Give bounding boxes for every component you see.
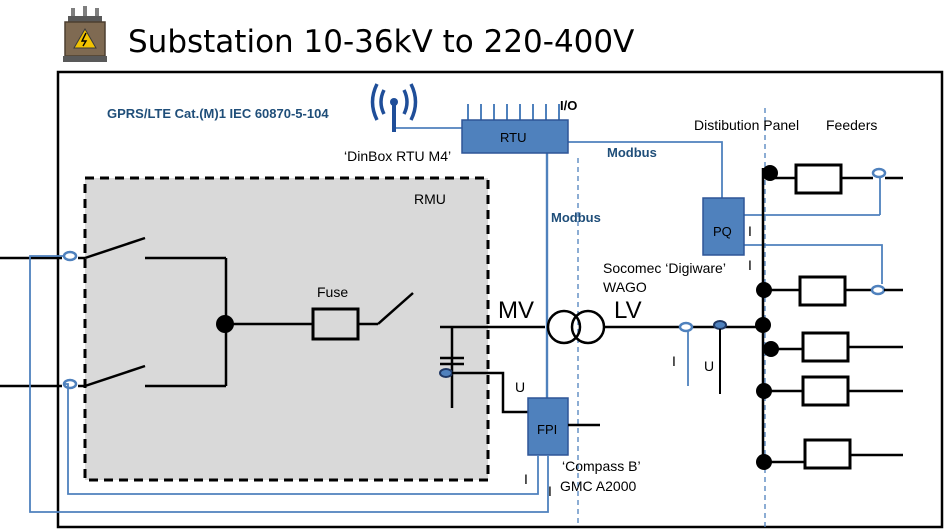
compass-label: ‘Compass B’ [562, 458, 641, 474]
socomec-label: Socomec ‘Digiware’ [603, 260, 726, 276]
fpi-current-label-1: I [524, 471, 528, 487]
comm-links [396, 127, 883, 398]
substation-frame [56, 70, 944, 529]
modbus-vertical-label: Modbus [551, 210, 601, 225]
pq-label: PQ [713, 224, 732, 239]
page-title: Substation 10-36kV to 220-400V [128, 24, 634, 60]
fpi-label: FPI [537, 422, 557, 437]
fpi-device: FPI [527, 397, 600, 456]
feeder-2 [756, 275, 903, 307]
dinbox-label: ‘DinBox RTU M4’ [344, 148, 451, 164]
rmu-switchgear [84, 236, 545, 414]
distribution-panel-label: Distibution Panel [694, 117, 799, 133]
feeder-1 [762, 163, 903, 215]
io-label: I/O [560, 98, 577, 113]
transformer-warning-icon [63, 6, 107, 62]
gmc-label: GMC A2000 [560, 478, 636, 494]
rtu-label: RTU [500, 130, 526, 145]
gprs-label: GPRS/LTE Cat.(M)1 IEC 60870-5-104 [107, 106, 329, 121]
mv-label: MV [498, 297, 534, 324]
rmu-box [83, 176, 490, 482]
lv-label: LV [614, 297, 642, 324]
lv-sensors [678, 320, 727, 394]
pq-current-label-1: I [748, 223, 752, 239]
fpi-sensing-lines [29, 255, 549, 513]
lv-current-label: I [672, 353, 676, 369]
feeders-label: Feeders [826, 117, 877, 133]
rtu-device: RTU [461, 104, 569, 154]
fpi-current-label-2: I [548, 483, 552, 499]
rmu-label: RMU [414, 191, 446, 207]
feeder-6 [756, 438, 903, 470]
feeder-3 [755, 317, 771, 333]
feeder-5 [756, 375, 903, 407]
modbus-top-label: Modbus [607, 145, 657, 160]
wago-label: WAGO [603, 279, 647, 295]
pq-device: PQ [702, 197, 745, 256]
fpi-voltage-label: U [515, 379, 525, 395]
wireless-antenna-icon [370, 83, 418, 132]
pq-current-label-2: I [748, 257, 752, 273]
feeder-4 [763, 331, 903, 363]
lv-voltage-label: U [704, 358, 714, 374]
mv-lv-transformer [546, 309, 763, 345]
incoming-lines [0, 250, 85, 390]
fuse-label: Fuse [317, 284, 348, 300]
